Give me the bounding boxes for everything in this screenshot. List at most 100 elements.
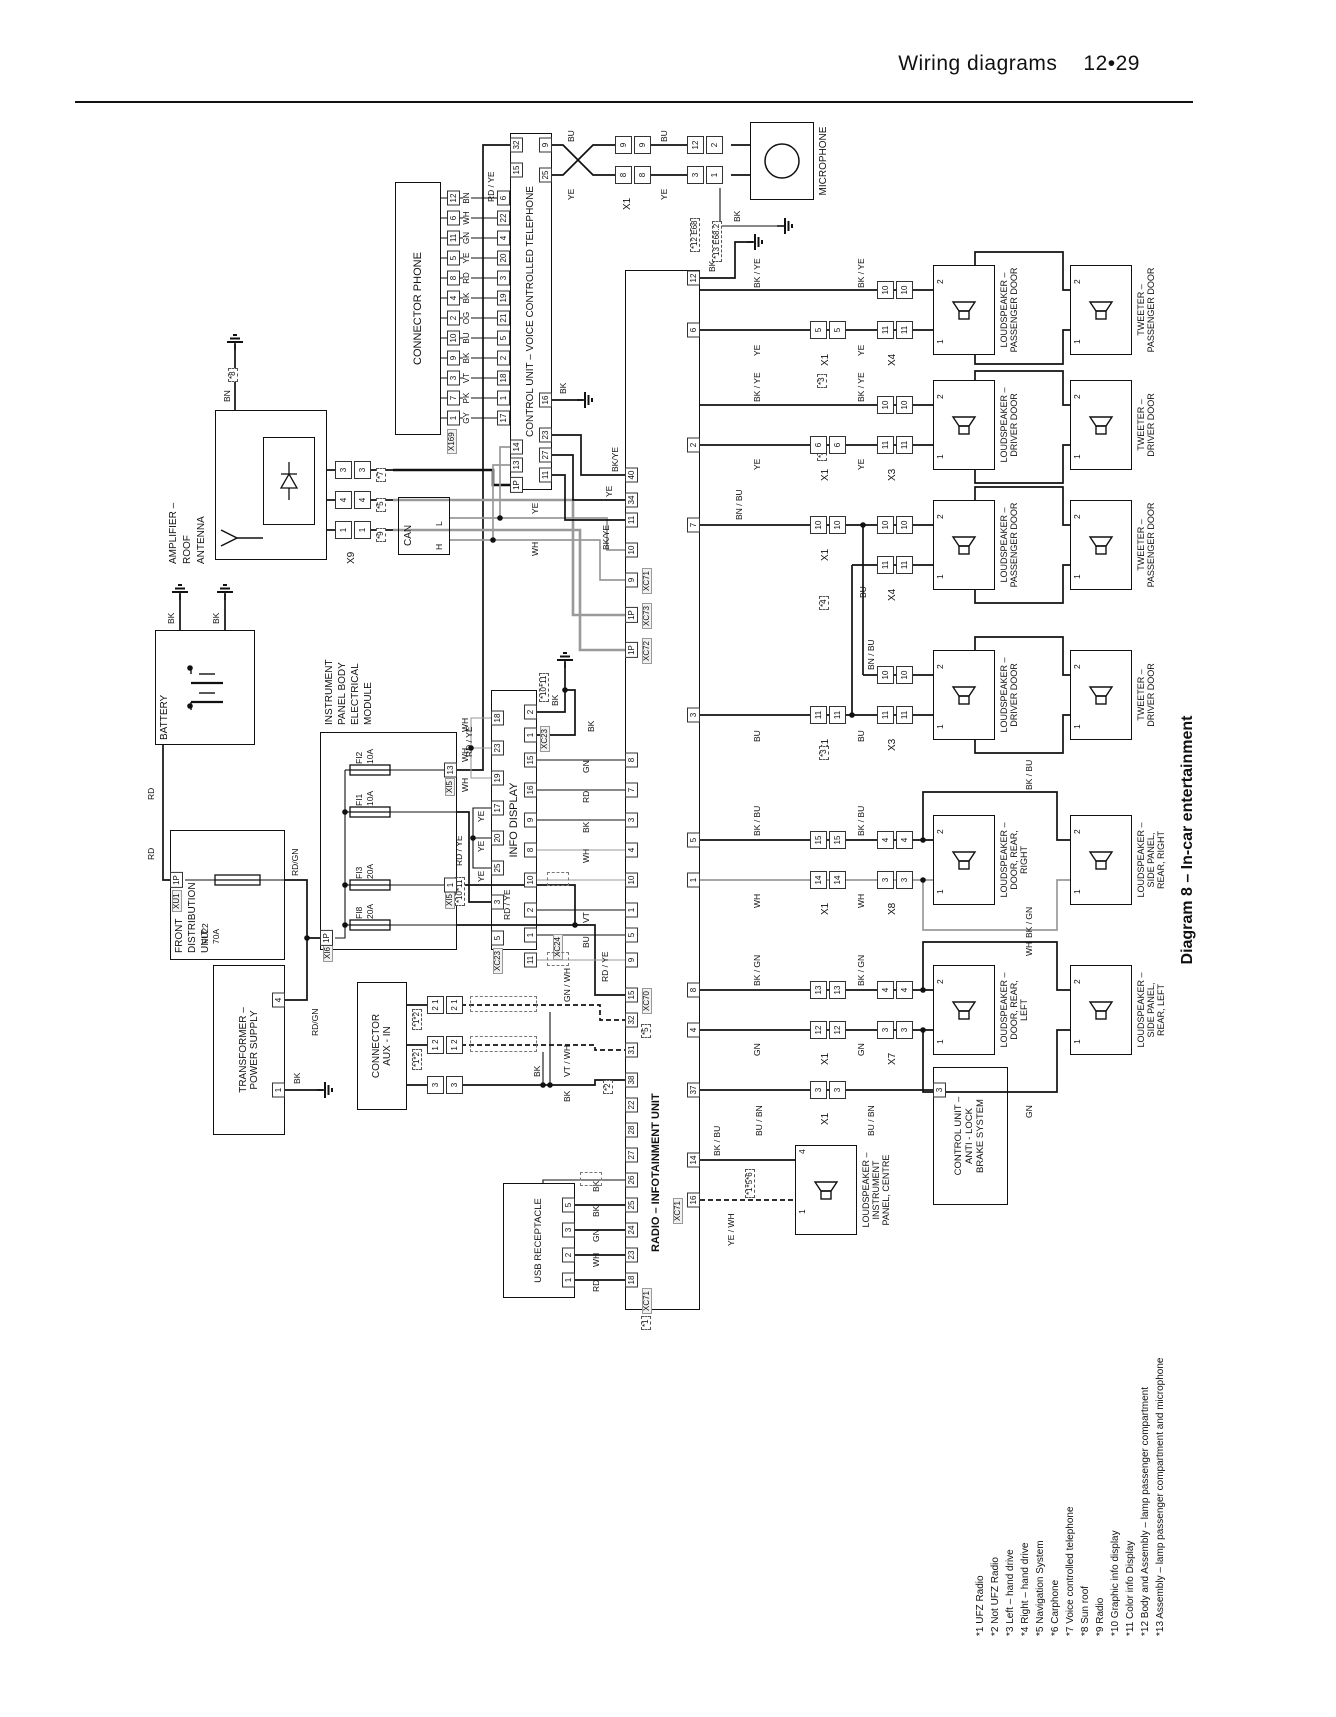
wire-label: 70A bbox=[211, 928, 221, 944]
footnote-ref: *3 bbox=[819, 746, 830, 760]
loudspeaker-instrument-panel-centre-box-label: LOUDSPEAKER – INSTRUMENT PANEL, CENTRE bbox=[861, 1152, 892, 1228]
pin-label: 25 bbox=[491, 860, 504, 876]
wire-label: WH bbox=[856, 893, 866, 908]
wire bbox=[974, 636, 1070, 676]
pin-label: 3 bbox=[427, 1076, 444, 1094]
pin-label: 12 bbox=[447, 190, 460, 206]
shield-box bbox=[580, 1172, 602, 1186]
pin-label: 11 bbox=[829, 706, 846, 724]
wire-label: YE bbox=[604, 485, 614, 497]
junction-dot bbox=[920, 837, 926, 843]
wire-label: X9 bbox=[346, 551, 357, 564]
wire bbox=[393, 498, 625, 617]
shield-box bbox=[547, 952, 569, 966]
header-title: Wiring diagrams bbox=[898, 52, 1058, 75]
pin-label: 16 bbox=[687, 1192, 700, 1208]
pin-label: 11 bbox=[877, 556, 894, 574]
wire bbox=[974, 329, 1070, 365]
pin-label: 22 bbox=[497, 210, 510, 226]
wire bbox=[457, 144, 510, 771]
pin-label: 4 bbox=[896, 831, 913, 849]
connector-tag: XC72 bbox=[642, 637, 653, 664]
junction-dot bbox=[860, 522, 866, 528]
wire-label: 1 bbox=[1072, 454, 1082, 459]
wire-label: VT / WH bbox=[562, 1045, 572, 1077]
pin-label: 3 bbox=[447, 370, 460, 386]
junction-dot bbox=[468, 745, 474, 751]
wire bbox=[162, 745, 170, 881]
pin-label: 24 bbox=[625, 1222, 638, 1238]
pin-label: 4 bbox=[335, 491, 352, 509]
pin-label: 10 bbox=[896, 396, 913, 414]
wire bbox=[335, 770, 346, 939]
loudspeaker-side-panel-rear-left-box-label: LOUDSPEAKER – SIDE PANEL, REAR, LEFT bbox=[1136, 972, 1167, 1048]
wire bbox=[974, 444, 1070, 484]
wiring-diagram-canvas: Diagram 8 – In-car entertainment *1 UFZ … bbox=[95, 120, 1225, 1650]
wire-label: BK / YE bbox=[856, 372, 866, 402]
pin-label: 4 bbox=[687, 1022, 700, 1038]
footnotes-list: *1 UFZ Radio *2 Not UFZ Radio *3 Left – … bbox=[975, 1357, 1166, 1636]
pin-label: 13 bbox=[810, 981, 827, 999]
wire-label: X1 bbox=[820, 902, 831, 915]
pin-label: 11 bbox=[539, 467, 552, 483]
loudspeaker-side-panel-rear-right-box-label: LOUDSPEAKER – SIDE PANEL, REAR, RIGHT bbox=[1136, 822, 1167, 898]
wire bbox=[552, 144, 615, 176]
header-rule bbox=[75, 101, 1193, 103]
footnote-ref: *1*2 bbox=[412, 1008, 423, 1030]
connector-tag: XC71 bbox=[642, 1287, 653, 1314]
pin-label: 11 bbox=[896, 706, 913, 724]
wire bbox=[552, 474, 625, 521]
pin-label: 3 bbox=[829, 1081, 846, 1099]
wire-label: X1 bbox=[820, 353, 831, 366]
battery-box-label: BATTERY bbox=[159, 694, 170, 740]
rotated-diagram-wrapper: Diagram 8 – In-car entertainment *1 UFZ … bbox=[95, 120, 1225, 1650]
wire-label: FRONT bbox=[174, 918, 185, 953]
pin-label: 2 bbox=[524, 704, 537, 720]
speaker-icon bbox=[951, 1001, 977, 1012]
pin-label: 13 bbox=[510, 457, 523, 473]
wire-label: WH bbox=[460, 717, 470, 732]
tweeter-driver-door-box-label: TWEETER – DRIVER DOOR bbox=[1136, 393, 1157, 457]
junction-dot bbox=[572, 922, 578, 928]
wire-label: FU22 bbox=[200, 923, 210, 944]
wire bbox=[922, 879, 1070, 931]
wire-label: BU bbox=[858, 586, 868, 598]
pin-label: 10 bbox=[829, 516, 846, 534]
pin-label: 10 bbox=[896, 516, 913, 534]
tweeter-driver-door-2-box-label: TWEETER – DRIVER DOOR bbox=[1136, 663, 1157, 727]
pin-label: 23 bbox=[491, 740, 504, 756]
junction-dot bbox=[497, 515, 503, 521]
pin-label: 34 bbox=[625, 492, 638, 508]
pin-label: 1 bbox=[497, 390, 510, 406]
pin-label: 10 bbox=[625, 542, 638, 558]
pin-label: 1 2 bbox=[446, 1036, 463, 1054]
microphone-icon bbox=[764, 143, 800, 179]
wire-label: 2 bbox=[1072, 514, 1082, 519]
wire-label: 2 bbox=[935, 394, 945, 399]
speaker-icon bbox=[951, 416, 977, 427]
pin-label: 19 bbox=[491, 770, 504, 786]
battery-box: BATTERY bbox=[155, 630, 255, 745]
footnote-ref: *3 bbox=[817, 374, 828, 388]
wire-label: BN / BU bbox=[734, 489, 744, 520]
connector-tag: XU1 bbox=[172, 890, 183, 912]
pin-label: 32 bbox=[510, 137, 523, 153]
wire-label: 1 bbox=[1072, 574, 1082, 579]
wire-label: FI1 bbox=[354, 793, 364, 806]
pin-label: 8 bbox=[524, 842, 537, 858]
pin-label: 1 bbox=[524, 927, 537, 943]
